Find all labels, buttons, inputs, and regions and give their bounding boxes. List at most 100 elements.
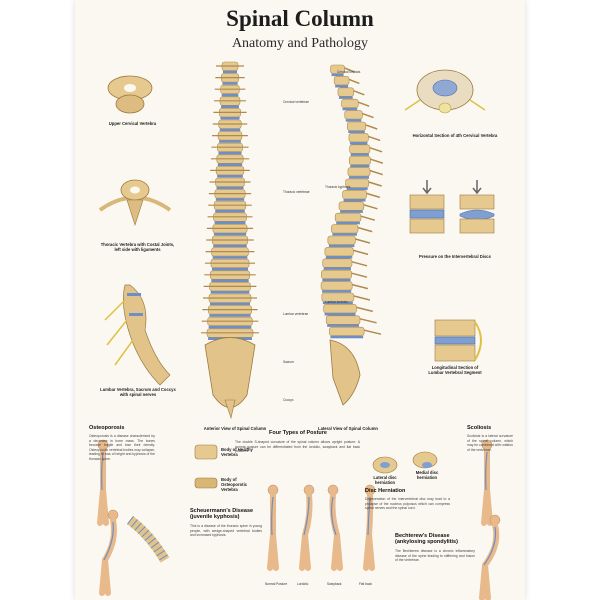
lateral-vertebra [337, 87, 355, 97]
posture-title: Four Types of Posture [269, 430, 327, 436]
anterior-disc [211, 267, 249, 271]
anterior-disc [213, 244, 247, 248]
anterior-disc [209, 314, 251, 317]
caption-lateral-herniation: Lateral disc herniation [373, 475, 397, 485]
figure-spine [367, 496, 371, 536]
lateral-disc [335, 85, 349, 88]
figure-spine [483, 526, 497, 566]
label-cervical-lordosis: Cervical lordosis [337, 70, 361, 74]
lateral-vertebra [348, 155, 371, 165]
lateral-disc [349, 142, 368, 145]
figure-spine [103, 521, 114, 561]
anterior-disc [217, 175, 243, 178]
lateral-disc [328, 244, 355, 248]
lateral-spinous-process [353, 295, 371, 301]
anterior-sacrum [204, 337, 256, 408]
poster-subtitle: Anatomy and Pathology [231, 36, 369, 51]
lateral-disc [323, 267, 351, 270]
anterior-disc [218, 151, 242, 155]
lateral-spinous-process [359, 318, 377, 324]
lateral-disc [322, 290, 352, 293]
anterior-disc [219, 128, 241, 132]
lateral-disc [350, 153, 369, 156]
lateral-vertebra [327, 235, 356, 245]
figure-body [329, 492, 343, 571]
figure-spine [303, 496, 310, 536]
lateral-vertebra [342, 190, 367, 200]
figure-spine [271, 496, 274, 536]
lateral-spinous-process [362, 112, 374, 119]
lateral-spinous-process [368, 181, 382, 187]
lateral-disc [348, 176, 370, 179]
anterior-disc [208, 325, 252, 329]
lateral-spinous-process [370, 158, 384, 164]
lateral-vertebra [324, 247, 354, 257]
lateral-spine-illustration [320, 64, 384, 406]
lateral-spinous-process [360, 215, 376, 221]
lateral-disc [348, 130, 365, 134]
lateral-spinous-process [344, 67, 355, 73]
lumbar-sacrum-illustration [104, 284, 171, 386]
scoliosis-title: Scoliosis [467, 425, 492, 431]
anterior-disc [210, 291, 250, 294]
caption-pressure: Pressure on the Intervertebral Discs [419, 254, 491, 259]
osteoporosis-text: Osteoporosis is a disease characterized … [89, 434, 155, 461]
label-sacrum: Sacrum [283, 360, 294, 364]
anterior-disc [212, 256, 248, 259]
figure-spine [101, 451, 104, 491]
lateral-spinous-process [365, 124, 378, 130]
posture-label-lordotic: Lordotic [297, 582, 309, 586]
lateral-disc [330, 335, 364, 339]
anterior-disc [215, 209, 245, 213]
label-coccyx: Coccyx [283, 398, 294, 402]
lateral-vertebra [322, 258, 353, 268]
lateral-vertebra [345, 178, 369, 188]
lateral-disc [350, 164, 370, 168]
lateral-vertebra [320, 281, 353, 291]
lateral-vertebra [325, 315, 361, 325]
anterior-disc [211, 279, 249, 282]
scoliosis-text: Scoliosis is a lateral curvature of the … [467, 434, 513, 452]
disc-pressure-illustration [409, 180, 495, 234]
lateral-disc [325, 256, 353, 259]
anterior-disc [221, 93, 239, 97]
lateral-spinous-process [352, 283, 369, 290]
lateral-disc [324, 313, 356, 316]
lateral-spinous-process [363, 204, 378, 210]
lateral-spinous-process [351, 272, 368, 278]
lateral-spinous-process [369, 147, 383, 153]
anterior-disc [221, 105, 239, 108]
poster-illustrations [97, 61, 501, 600]
lateral-disc [340, 210, 363, 213]
lateral-vertebra [334, 212, 362, 222]
scheuermann-spine-illustration [126, 516, 170, 563]
poster-title: Spinal Column [226, 6, 374, 31]
lateral-spinous-process [363, 329, 382, 335]
lateral-vertebra [347, 167, 371, 177]
anterior-disc [213, 233, 247, 236]
anterior-disc [217, 163, 243, 166]
upper-cervical-illustration [107, 75, 153, 114]
figure-spine [330, 496, 337, 536]
caption-osteoporotic-vertebra: Body of Osteoporotic Vertebra [221, 477, 248, 492]
posture-label-flat-back: Flat back [359, 582, 372, 586]
lateral-vertebra [323, 304, 357, 314]
posture-text: The double S-shaped curvature of the spi… [235, 440, 360, 454]
anterior-disc [219, 140, 241, 143]
scheuermann-text: This is a disease of the thoracic spine … [190, 524, 262, 538]
lateral-disc [338, 96, 353, 99]
lateral-disc [332, 233, 357, 236]
horizontal-section-illustration [404, 69, 486, 114]
lateral-vertebra [349, 144, 371, 154]
lateral-vertebra [344, 110, 363, 120]
lateral-spinous-process [357, 101, 370, 107]
bechterew-text: The Bechterew disease is a chronic infla… [395, 549, 475, 563]
scheuermann-title: Scheuermann's Disease (juvenile kyphosis… [190, 508, 254, 521]
anterior-disc [215, 198, 245, 201]
figure-body [99, 517, 117, 596]
lateral-sacrum [329, 339, 361, 406]
thoracic-vertebra-illustration [98, 179, 172, 226]
caption-lateral-view: Lateral View of Spinal Column [318, 426, 378, 431]
anterior-disc [210, 302, 250, 306]
label-thoracic-kyphosis: Thoracic kyphosis [325, 185, 351, 189]
